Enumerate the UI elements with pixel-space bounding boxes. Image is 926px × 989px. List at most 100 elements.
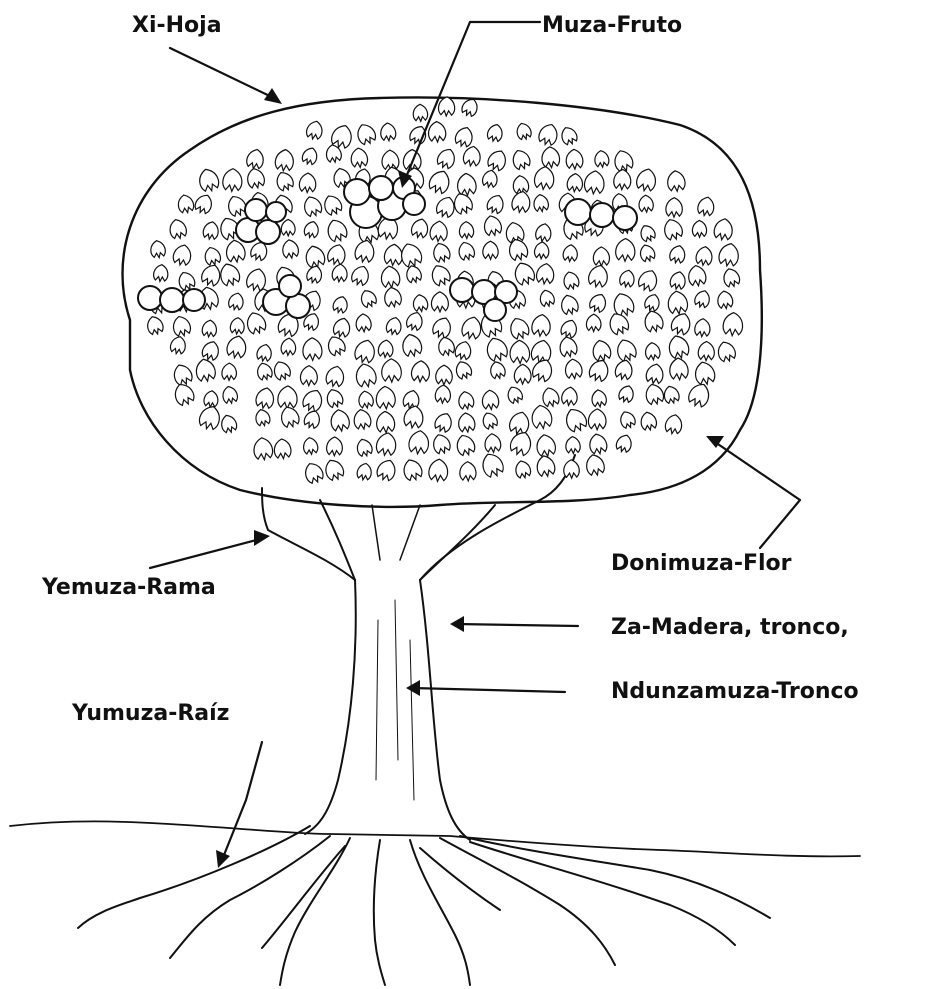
leaf-icon [686, 381, 713, 410]
leaf-icon [434, 194, 457, 219]
leaf-icon [380, 122, 396, 141]
leaf-icon [454, 340, 474, 362]
leaf-icon [530, 404, 553, 430]
leaf-icon [559, 318, 579, 340]
leaf-icon [398, 241, 424, 270]
leaf-icon [564, 358, 583, 379]
leaf-icon [515, 121, 533, 141]
leaf-icon [438, 96, 455, 116]
trunk [305, 580, 470, 840]
leaf-icon [353, 338, 377, 365]
leaf-icon [723, 312, 744, 336]
leaf-icon [480, 410, 499, 430]
leaf-icon [587, 357, 611, 383]
leaf-icon [149, 240, 166, 259]
arrow-flower [712, 440, 800, 548]
leaf-icon [538, 289, 555, 308]
leaf-icon [615, 433, 634, 454]
leaf-icon [428, 262, 452, 288]
leaf-icon [303, 220, 320, 239]
leaf-icon [505, 384, 524, 405]
leaf-icon [299, 173, 316, 193]
leaf-icon [669, 270, 687, 290]
leaf-icon [588, 432, 609, 455]
leaf-icon [591, 389, 607, 408]
leaf-icon [172, 243, 193, 267]
fruit-cluster-mid-right [450, 278, 517, 321]
leaf-icon [541, 386, 561, 408]
leaf-icon [355, 437, 374, 458]
leaf-icon [302, 408, 322, 430]
arrow-leaf [170, 48, 278, 100]
label-fruit: Muza-Fruto [542, 13, 682, 38]
leaf-icon [274, 170, 296, 193]
leaf-icon [408, 430, 430, 456]
leaf-icon [200, 339, 221, 362]
leaf-icon [534, 222, 552, 242]
leaf-icon [514, 364, 531, 384]
leaf-icon [197, 404, 223, 432]
leaf-icon [356, 462, 373, 481]
arrow-trunk [412, 688, 565, 692]
leaf-icon [427, 168, 453, 196]
leaf-icon [512, 260, 537, 287]
leaf-icon [485, 193, 506, 216]
fruit-cluster-center [263, 275, 310, 318]
leaf-icon [481, 169, 498, 189]
leaf-icon [428, 458, 448, 482]
leaf-icon [534, 241, 549, 259]
leaf-icon [245, 148, 265, 170]
leaf-icon [454, 433, 477, 458]
leaf-icon [661, 217, 684, 242]
leaf-icon [326, 437, 342, 456]
leaf-icon [221, 385, 238, 405]
leaf-icon [302, 460, 326, 485]
leaf-icon [482, 214, 503, 237]
leaf-icon [713, 217, 734, 241]
leaf-icon [721, 267, 741, 289]
leaf-icon [588, 409, 606, 430]
leaf-icon [537, 122, 560, 147]
leaf-icon [254, 408, 271, 427]
arrow-branch [150, 538, 264, 568]
leaf-icon [403, 405, 425, 430]
leaf-icon [717, 242, 740, 268]
leaf-icon [245, 267, 269, 293]
leaf-icon [508, 429, 535, 458]
leaf-icon [412, 294, 429, 313]
leaf-icon [668, 244, 687, 265]
leaf-icon [645, 363, 665, 385]
leaf-icon [639, 411, 657, 432]
label-flower: Donimuza-Flor [611, 551, 792, 576]
leaf-icon [638, 195, 653, 213]
leaf-icon [325, 364, 346, 388]
leaf-icon [698, 341, 715, 361]
leaf-icon [662, 384, 681, 405]
leaf-icon [431, 432, 452, 455]
leaf-icon [591, 339, 613, 363]
leaf-icon [197, 167, 221, 193]
leaf-icon [486, 123, 504, 143]
leaf-icon [301, 146, 320, 166]
leaf-icon [222, 168, 242, 192]
leaf-icon [561, 386, 578, 406]
leaf-icon [300, 387, 325, 414]
leaf-icon [384, 244, 403, 267]
leaf-icon [584, 170, 606, 195]
leaf-icon [635, 167, 658, 193]
leaf-icon [534, 166, 555, 191]
leaf-icon [255, 361, 274, 381]
leaf-icon [567, 173, 584, 192]
leaf-icon [530, 357, 555, 384]
leaf-icon [457, 173, 477, 196]
leaf-icon [326, 242, 348, 266]
leaf-icon [558, 335, 578, 358]
leaf-icon [169, 335, 187, 355]
leaf-icon [303, 244, 326, 270]
leaf-icon [587, 263, 610, 289]
leaf-icon [687, 264, 707, 287]
leaf-icon [535, 454, 556, 478]
leaf-icon [562, 405, 589, 434]
leaf-icon [435, 146, 458, 170]
leaf-icon [619, 269, 636, 288]
